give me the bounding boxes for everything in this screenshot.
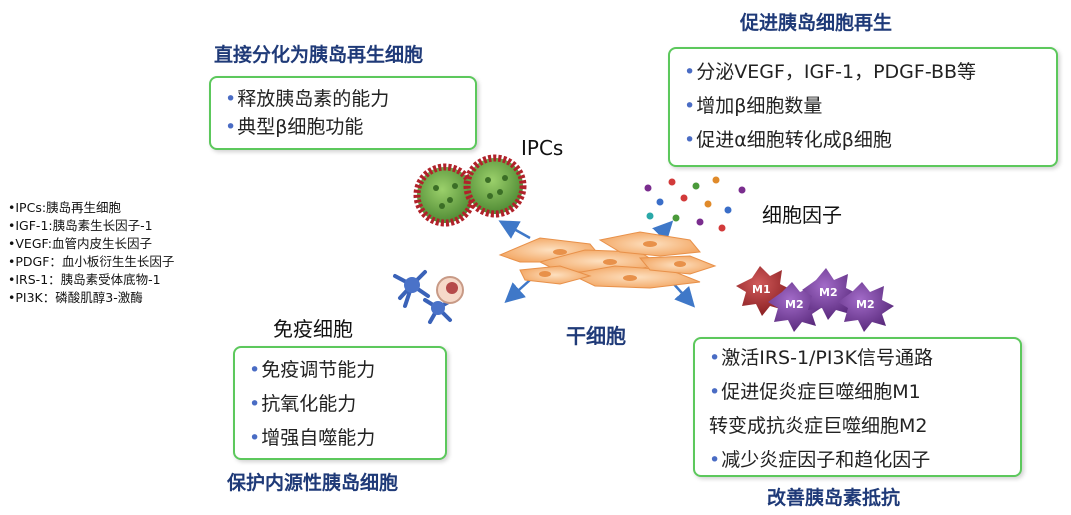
list-item: •释放胰岛素的能力 bbox=[225, 88, 390, 110]
label-ipcs: IPCs bbox=[521, 136, 564, 160]
heading-improve-insulin-resistance: 改善胰岛素抵抗 bbox=[767, 487, 901, 509]
heading-protect-islet-cells: 保护内源性胰岛细胞 bbox=[227, 472, 399, 494]
heading-direct-differentiation: 直接分化为胰岛再生细胞 bbox=[214, 44, 424, 66]
legend-item: •IGF-1:胰岛素生长因子-1 bbox=[8, 218, 153, 233]
arrow-to-ipcs bbox=[498, 220, 531, 240]
cytokine-dots bbox=[644, 176, 746, 232]
abbreviation-legend: •IPCs:胰岛再生细胞 •IGF-1:胰岛素生长因子-1 •VEGF:血管内皮… bbox=[8, 199, 174, 307]
list-item: •激活IRS-1/PI3K信号通路 bbox=[709, 347, 934, 369]
box-improve-insulin-resistance: •激活IRS-1/PI3K信号通路 •促进促炎症巨噬细胞M1 转变成抗炎症巨噬细… bbox=[693, 337, 1022, 477]
label-cytokines: 细胞因子 bbox=[762, 203, 842, 227]
list-item: •减少炎症因子和趋化因子 bbox=[709, 449, 931, 471]
label-immune-cells: 免疫细胞 bbox=[273, 317, 353, 341]
legend-item: •IPCs:胰岛再生细胞 bbox=[8, 200, 122, 215]
immune-cells bbox=[393, 270, 464, 324]
legend-item: •IRS-1：胰岛素受体底物-1 bbox=[8, 272, 161, 287]
box-promote-regeneration: •分泌VEGF，IGF-1，PDGF-BB等 •增加β细胞数量 •促进α细胞转化… bbox=[668, 47, 1058, 167]
heading-promote-regeneration: 促进胰岛细胞再生 bbox=[740, 12, 893, 34]
ipc-clusters bbox=[413, 154, 527, 227]
list-item-continuation: 转变成抗炎症巨噬细胞M2 bbox=[709, 415, 928, 437]
list-item: •典型β细胞功能 bbox=[225, 116, 364, 138]
box-protect-islet-cells: •免疫调节能力 •抗氧化能力 •增强自噬能力 bbox=[233, 346, 447, 460]
list-item: •分泌VEGF，IGF-1，PDGF-BB等 bbox=[684, 61, 977, 83]
list-item: •增加β细胞数量 bbox=[684, 95, 823, 117]
arrow-to-immune bbox=[504, 279, 531, 304]
legend-item: •PI3K：磷酸肌醇3-激酶 bbox=[8, 290, 143, 305]
macrophage-label-m1: M1 bbox=[752, 283, 771, 296]
legend-item: •PDGF：血小板衍生生长因子 bbox=[8, 254, 175, 269]
list-item: •促进促炎症巨噬细胞M1 bbox=[709, 381, 921, 403]
stem-cells bbox=[498, 231, 717, 289]
macrophage-label-m2-c: M2 bbox=[856, 298, 875, 311]
label-stem-cells: 干细胞 bbox=[566, 324, 626, 348]
macrophage-label-m2-a: M2 bbox=[785, 298, 804, 311]
list-item: •促进α细胞转化成β细胞 bbox=[684, 129, 892, 151]
box-direct-differentiation: •释放胰岛素的能力 •典型β细胞功能 bbox=[209, 76, 477, 150]
list-item: •免疫调节能力 bbox=[249, 359, 376, 381]
list-item: •增强自噬能力 bbox=[249, 427, 376, 449]
macrophage-label-m2-b: M2 bbox=[819, 286, 838, 299]
list-item: •抗氧化能力 bbox=[249, 393, 357, 415]
legend-item: •VEGF:血管内皮生长因子 bbox=[8, 236, 152, 251]
macrophages bbox=[736, 266, 894, 332]
